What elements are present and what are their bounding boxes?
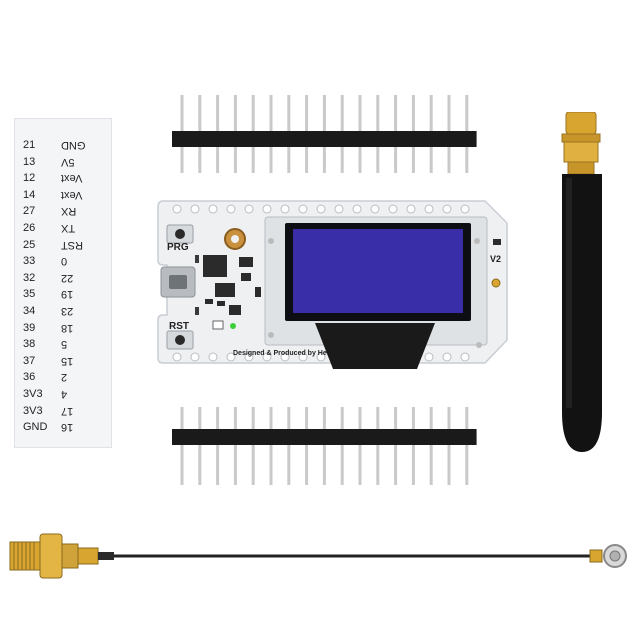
pin-label-row: 36 2 [15, 369, 113, 385]
pin-label-left: 12 [23, 172, 36, 185]
pin-label-right: RX [61, 205, 77, 218]
dev-board: PRG RST V2 Designed & Produced by He [155, 195, 515, 370]
pin-label-right: 18 [61, 321, 74, 334]
pin-label-right: RST [61, 238, 83, 251]
pin-label-row: 35 19 [15, 286, 113, 302]
header-pin [233, 407, 237, 485]
header-pin [376, 407, 380, 485]
pin-label-right: 4 [61, 388, 68, 400]
version-label: V2 [490, 254, 502, 264]
header-pin [269, 407, 273, 485]
pin-label-left: 13 [23, 155, 36, 168]
pin-label-row: 12 Vext [15, 170, 113, 186]
pin-label-row: 34 23 [15, 303, 113, 319]
pin-label-left: 36 [23, 371, 36, 384]
header-plastic [172, 131, 477, 147]
pin-label-right: Vext [61, 188, 83, 201]
header-pin [251, 407, 255, 485]
pin-label-right: Vext [61, 172, 83, 185]
pin-label-left: 3V3 [23, 404, 43, 417]
prg-label: PRG [167, 242, 189, 253]
pin-label-right: GND [61, 139, 86, 151]
header-pin [198, 407, 202, 485]
pin-label-left: 37 [23, 354, 36, 367]
pin-label-right: 5V [61, 155, 75, 168]
pin-label-right: 17 [61, 404, 74, 417]
header-pin [322, 407, 326, 485]
header-plastic [172, 429, 477, 445]
pin-label-row: 33 0 [15, 253, 113, 269]
pin-header-bottom [172, 407, 477, 485]
pin-label-right: 2 [61, 371, 68, 384]
header-pin [394, 407, 398, 485]
pin-label-row: 26 TX [15, 220, 113, 236]
header-pin [216, 407, 220, 485]
pin-label-left: 27 [23, 205, 36, 218]
pigtail-cable [9, 533, 627, 579]
header-pin [429, 407, 433, 485]
pin-header-top [172, 95, 477, 173]
antenna [561, 112, 602, 452]
pin-label-row: 38 5 [15, 336, 113, 352]
header-pin [180, 407, 184, 485]
pin-label-right: 5 [61, 338, 68, 351]
header-pin [447, 407, 451, 485]
pin-label-row: 21 GND [15, 137, 113, 153]
pin-label-row: 14 Vext [15, 187, 113, 203]
pin-label-row: 39 18 [15, 320, 113, 336]
pin-label-left: 35 [23, 288, 36, 301]
pin-label-row: 32 22 [15, 270, 113, 286]
pin-label-left: 3V3 [23, 388, 43, 400]
pin-label-right: 15 [61, 354, 74, 367]
pin-label-left: 34 [23, 305, 36, 317]
pin-label-row: 3V3 17 [15, 403, 113, 419]
pin-label-row: 37 15 [15, 353, 113, 369]
header-pin [358, 407, 362, 485]
pin-label-row: 27 RX [15, 203, 113, 219]
pin-label-left: 14 [23, 188, 36, 201]
pin-label-left: 38 [23, 338, 36, 351]
pin-label-row: 25 RST [15, 237, 113, 253]
pin-label-left: 32 [23, 271, 36, 284]
header-pin [305, 407, 309, 485]
pin-label-row: 3V3 4 [15, 386, 113, 402]
dev-board-graphic [157, 200, 508, 369]
pin-label-right: 16 [61, 421, 74, 434]
pin-label-right: 22 [61, 271, 74, 284]
pin-label-left: 25 [23, 238, 36, 251]
designed-label: Designed & Produced by He [233, 350, 327, 357]
header-pin [411, 407, 415, 485]
pin-label-row: GND 16 [15, 419, 113, 435]
header-pin [340, 407, 344, 485]
pin-label-right: TX [61, 222, 76, 234]
pin-label-left: 21 [23, 139, 36, 151]
pin-label-left: GND [23, 421, 48, 434]
pin-label-left: 33 [23, 255, 36, 268]
pin-label-left: 39 [23, 321, 36, 334]
pin-label-right: 19 [61, 288, 74, 301]
pin-label-right: 0 [61, 255, 68, 268]
pin-label-row: 13 5V [15, 154, 113, 170]
pin-label-right: 23 [61, 305, 74, 317]
header-pin [287, 407, 291, 485]
pin-label-left: 26 [23, 222, 36, 234]
header-pin [465, 407, 469, 485]
rst-label: RST [169, 321, 189, 332]
